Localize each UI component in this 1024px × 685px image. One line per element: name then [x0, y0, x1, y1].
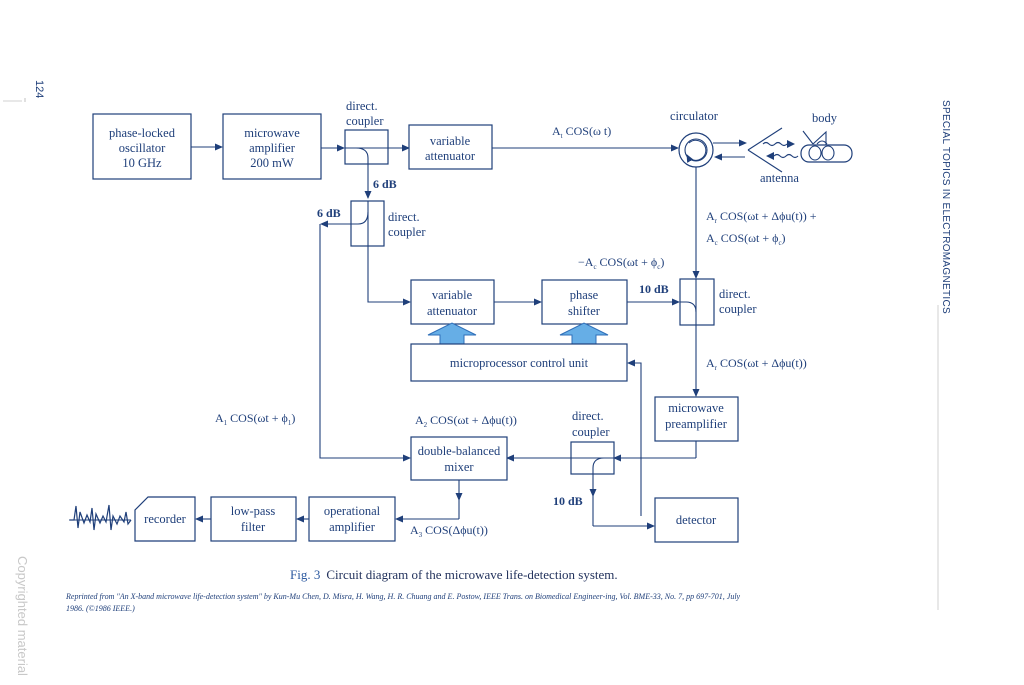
coupler4-block: direct. coupler	[570, 409, 615, 475]
svg-text:attenuator: attenuator	[425, 149, 476, 163]
svg-text:coupler: coupler	[346, 114, 384, 128]
svg-text:microwave: microwave	[244, 126, 300, 140]
svg-text:direct.: direct.	[572, 409, 604, 423]
attenuator1-block: variable attenuator	[408, 124, 493, 170]
opamp-block: operational amplifier	[308, 496, 396, 542]
preamplifier-block: microwave preamplifier	[654, 396, 739, 442]
coupler3-gain: 10 dB	[639, 282, 669, 296]
coupler3-block: direct. coupler	[679, 278, 757, 326]
body-symbol: body	[800, 111, 853, 163]
mixer-block: double-balanced mixer	[410, 436, 508, 481]
svg-text:circulator: circulator	[670, 109, 719, 123]
reprint-note-line2: 1986. (©1986 IEEE.)	[66, 604, 135, 613]
signal-ac: Ac COS(ωt + ϕc)	[706, 231, 786, 247]
signal-a1: At COS(ω t)	[552, 124, 611, 140]
signal-ar-1: Ar COS(ωt + Δϕu(t)) +	[706, 209, 817, 225]
coupler2-gain: 6 dB	[317, 206, 341, 220]
svg-text:direct.: direct.	[719, 287, 751, 301]
lpf-block: low-pass filter	[210, 496, 297, 542]
oscillator-block: phase-locked oscillator 10 GHz	[92, 113, 192, 180]
svg-text:phase-locked: phase-locked	[109, 126, 176, 140]
control-arrow-phase	[559, 322, 609, 345]
coupler1-block: direct. coupler	[344, 99, 389, 165]
svg-text:coupler: coupler	[388, 225, 426, 239]
copyright-watermark: Copyrighted material	[15, 556, 30, 676]
svg-text:antenna: antenna	[760, 171, 799, 185]
circulator-symbol: circulator	[670, 109, 719, 168]
svg-text:direct.: direct.	[388, 210, 420, 224]
wire-coupler2-attenuator2	[367, 246, 411, 306]
wave-in	[766, 152, 799, 160]
svg-text:operational: operational	[324, 504, 381, 518]
svg-text:coupler: coupler	[572, 425, 610, 439]
amplifier-block: microwave amplifier 200 mW	[222, 113, 322, 180]
coupler1-gain: 6 dB	[373, 177, 397, 191]
svg-text:amplifier: amplifier	[249, 141, 296, 155]
svg-text:coupler: coupler	[719, 302, 757, 316]
svg-text:filter: filter	[241, 520, 266, 534]
attenuator2-block: variable attenuator	[410, 279, 495, 325]
svg-text:10 GHz: 10 GHz	[122, 156, 162, 170]
svg-text:oscillator: oscillator	[119, 141, 166, 155]
signal-ar-2: Ar COS(ωt + Δϕu(t))	[706, 356, 807, 372]
control-unit-block: microprocessor control unit	[410, 343, 628, 382]
signal-neg-ac: −Ac COS(ωt + ϕc)	[578, 255, 664, 271]
wire-detector-control	[627, 359, 642, 516]
coupler2-block: direct. coupler	[350, 200, 426, 247]
svg-text:microwave: microwave	[668, 401, 724, 415]
signal-a1-phi: A1 COS(ωt + ϕ1)	[215, 411, 295, 427]
svg-text:detector: detector	[676, 513, 717, 527]
detector-block: detector	[654, 497, 739, 543]
svg-text:recorder: recorder	[144, 512, 186, 526]
reprint-note-line1: Reprinted from "An X-band microwave life…	[65, 592, 741, 601]
recorder-block: recorder	[134, 496, 196, 542]
svg-text:attenuator: attenuator	[427, 304, 478, 318]
svg-text:low-pass: low-pass	[231, 504, 276, 518]
control-arrow-attenuator	[427, 322, 477, 345]
svg-text:variable: variable	[432, 288, 473, 302]
breathing-waveform	[70, 504, 132, 531]
svg-text:mixer: mixer	[444, 460, 474, 474]
coupler4-gain: 10 dB	[553, 494, 583, 508]
page-number: 124	[33, 80, 45, 98]
svg-text:microprocessor control unit: microprocessor control unit	[450, 356, 589, 370]
signal-a3: A3 COS(Δϕu(t))	[410, 523, 488, 539]
svg-text:phase: phase	[570, 288, 599, 302]
wire-lo-to-mixer	[319, 224, 411, 462]
wave-out	[762, 140, 795, 148]
antenna-symbol: antenna	[747, 127, 799, 185]
svg-text:variable: variable	[430, 134, 471, 148]
svg-text:body: body	[812, 111, 838, 125]
svg-text:direct.: direct.	[346, 99, 378, 113]
svg-text:double-balanced: double-balanced	[418, 444, 501, 458]
phase-shifter-block: phase shifter	[541, 279, 628, 325]
signal-a2: A2 COS(ωt + Δϕu(t))	[415, 413, 517, 429]
svg-text:amplifier: amplifier	[329, 520, 376, 534]
side-title: SPECIAL TOPICS IN ELECTROMAGNETICS	[940, 100, 951, 314]
svg-text:shifter: shifter	[568, 304, 601, 318]
svg-text:200 mW: 200 mW	[250, 156, 294, 170]
svg-text:preamplifier: preamplifier	[665, 417, 728, 431]
